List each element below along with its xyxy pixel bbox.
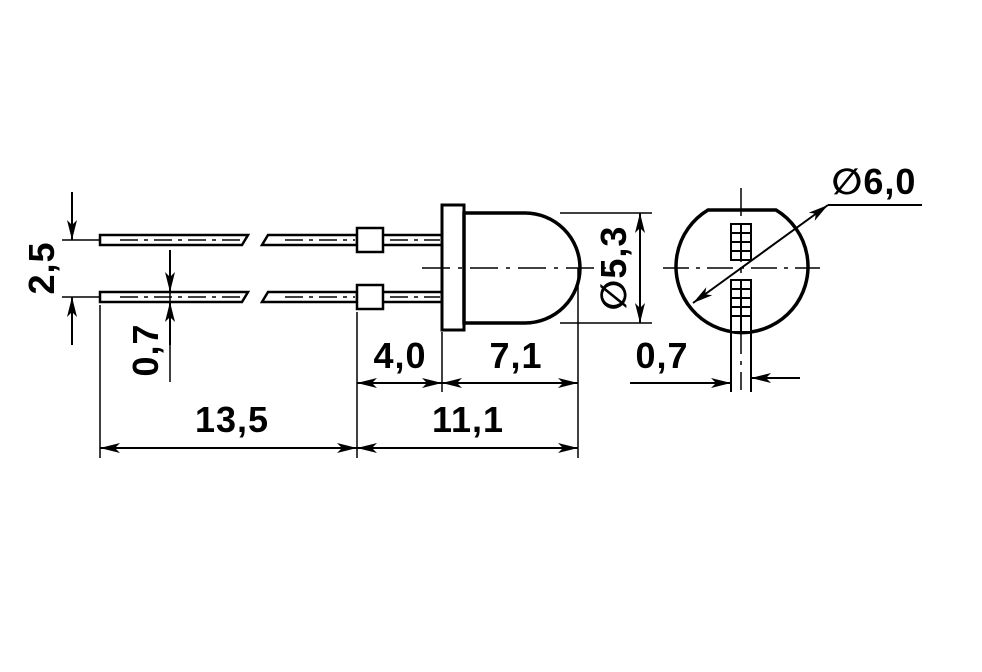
- label-end-lead-width: 0,7: [635, 335, 688, 376]
- label-lead-length-inner: 11,1: [432, 399, 504, 440]
- label-lead-length-outer: 13,5: [195, 399, 269, 440]
- label-body-diameter: ∅5,3: [593, 226, 634, 311]
- label-body-length: 7,1: [489, 335, 542, 376]
- lower-lead: [98, 283, 442, 311]
- leads-side-view: [98, 226, 442, 311]
- dimension-lines: [67, 192, 645, 453]
- label-flange-diameter: ∅6,0: [832, 161, 917, 202]
- label-lead-thickness: 0,7: [125, 323, 166, 376]
- end-view-upper-lead: [730, 223, 752, 261]
- upper-lead: [98, 226, 442, 254]
- dimension-labels: 2,5 0,7 13,5 11,1 4,0 7,1 ∅5,3 ∅6,0 0,7: [21, 161, 917, 440]
- led-end-view: [630, 188, 922, 392]
- led-body-side-view: [422, 203, 610, 332]
- label-lead-spacing: 2,5: [21, 241, 62, 294]
- label-flange-to-body: 4,0: [373, 335, 426, 376]
- dim-flange-diameter: [692, 204, 829, 304]
